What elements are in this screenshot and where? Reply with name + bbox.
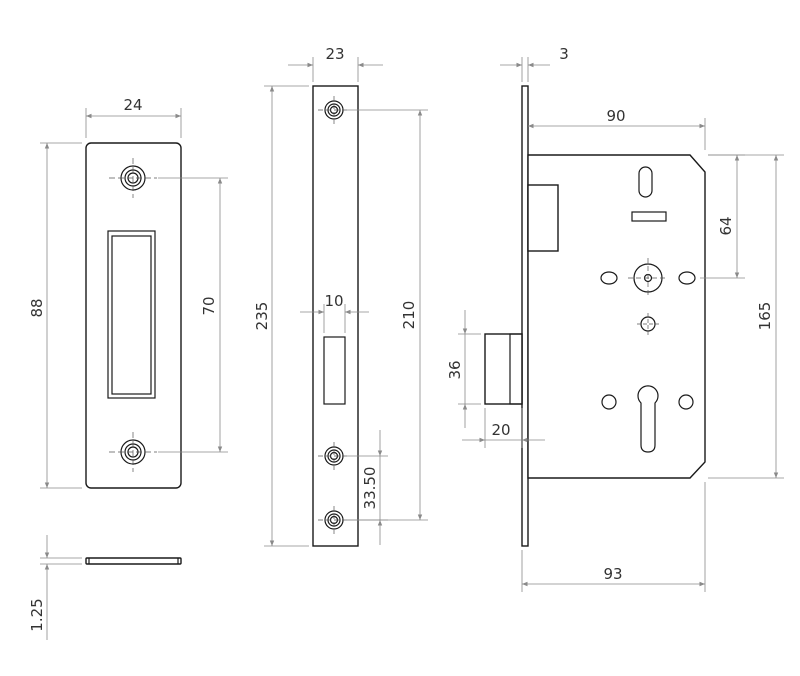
dim-overall-depth: 93 [521, 482, 706, 592]
dim-label-strike-thickness: 1.25 [28, 598, 46, 631]
dim-label-follower-to-top: 64 [717, 216, 735, 235]
dim-label-strike-height: 88 [28, 298, 46, 317]
dim-fixing-to-fixing: 33.50 [345, 430, 388, 545]
lock-case-side-view [484, 85, 706, 547]
dim-label-forend-length: 235 [253, 302, 271, 331]
dim-label-strike-width: 24 [123, 96, 142, 114]
dim-latch-width: 20 [462, 408, 545, 448]
dim-label-backset-case: 90 [606, 107, 625, 125]
forend-plate-front-view [312, 85, 359, 547]
dim-label-latch-window-width: 10 [324, 292, 343, 310]
dim-forend-length: 235 [253, 85, 309, 547]
forend-middle-screw-icon [318, 442, 350, 470]
strike-plate-front-view [85, 142, 182, 489]
dim-strike-thickness: 1.25 [28, 535, 82, 640]
dim-forend-width: 23 [288, 45, 383, 82]
dim-label-latch-projection: 36 [446, 360, 464, 379]
auxiliary-follower-icon [637, 313, 659, 335]
dim-latch-projection: 36 [446, 310, 481, 428]
dim-label-forend-width: 23 [325, 45, 344, 63]
top-slot-icon [638, 166, 653, 198]
dim-strike-fixing-centres: 70 [158, 177, 228, 453]
dim-follower-to-top: 64 [700, 154, 745, 279]
euro-cylinder-cutout-icon [637, 385, 659, 453]
dim-label-fixing-to-fixing: 33.50 [361, 467, 379, 510]
dim-label-overall-depth: 93 [603, 565, 622, 583]
strike-bottom-screw-icon [109, 432, 157, 472]
forend-top-screw-icon [318, 96, 350, 124]
spring-slot-icon [631, 211, 667, 222]
dim-strike-height: 88 [28, 142, 82, 489]
dim-label-case-height: 165 [756, 302, 774, 331]
dim-case-height: 165 [708, 154, 784, 479]
dim-label-strike-fixing-centres: 70 [200, 296, 218, 315]
dim-backset-case: 90 [528, 107, 706, 150]
dim-label-forend-fixing-centres: 210 [400, 301, 418, 330]
strike-top-screw-icon [109, 158, 157, 198]
dim-strike-width: 24 [85, 96, 182, 138]
strike-plate-side-view [85, 557, 182, 565]
dim-label-forend-thickness: 3 [559, 45, 569, 63]
dim-label-latch-width: 20 [491, 421, 510, 439]
dim-forend-thickness: 3 [500, 45, 569, 82]
follower-spindle-icon [600, 258, 696, 298]
forend-bottom-screw-icon [318, 506, 350, 534]
dim-latch-window-width: 10 [300, 292, 369, 333]
